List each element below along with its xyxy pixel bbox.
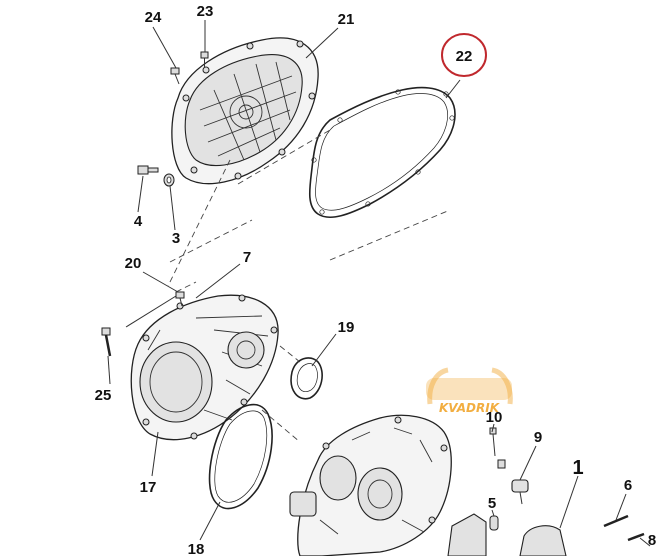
callout-1: 1 [572, 457, 583, 479]
cover-gasket-part-22 [308, 86, 456, 219]
highlight-ring [441, 33, 487, 77]
bolt-part-24 [170, 67, 180, 85]
callout-25: 25 [95, 387, 112, 404]
pin-part-8 [627, 532, 645, 542]
callout-18: 18 [188, 541, 205, 556]
callout-17: 17 [140, 479, 157, 496]
inner-clutch-cover-part-17 [130, 294, 279, 441]
crankcase-part-1 [289, 414, 452, 556]
bolt-part-9 [497, 459, 506, 469]
inner-gasket-part-18 [208, 403, 273, 510]
callout-10: 10 [486, 409, 503, 426]
valve-body-part-1 [519, 525, 567, 556]
long-bolt-part-25 [101, 327, 112, 357]
bearing-boss-part-7 [227, 331, 265, 369]
pin-part-6 [603, 514, 629, 528]
callout-24: 24 [145, 9, 162, 26]
bracket-part-5 [447, 513, 487, 556]
callout-6: 6 [624, 477, 632, 494]
callout-22: 22 [456, 48, 473, 65]
leader-lines [107, 20, 651, 547]
stud-part-10 [489, 427, 497, 457]
callout-21: 21 [338, 11, 355, 28]
drain-plug-part-4 [137, 165, 159, 175]
callout-7: 7 [243, 249, 251, 266]
callout-23: 23 [197, 3, 214, 20]
small-gasket-part-19 [290, 357, 323, 400]
callout-4: 4 [134, 213, 143, 230]
o-ring-part-3 [163, 173, 175, 187]
callout-8: 8 [648, 532, 656, 549]
callout-20: 20 [125, 255, 142, 272]
callout-9: 9 [534, 429, 542, 446]
outer-clutch-cover-part-21 [171, 37, 319, 185]
assembly-lines [167, 129, 451, 443]
bolt-part-20 [175, 291, 185, 307]
watermark-brand-text: KVADRIK [439, 401, 501, 415]
dowel-part-5 [489, 515, 499, 531]
sensor-part-9 [511, 479, 529, 505]
callout-5: 5 [488, 495, 496, 512]
callout-19: 19 [338, 319, 355, 336]
kvadrik-watermark-logo: KVADRIK [426, 367, 513, 415]
callout-3: 3 [172, 230, 180, 247]
